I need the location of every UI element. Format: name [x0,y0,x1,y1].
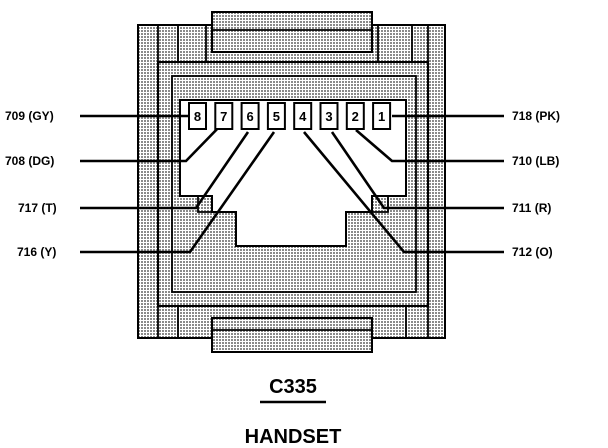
pin-number: 2 [352,109,359,124]
pin-cavity [319,102,339,130]
pin-row: 8 7 6 5 4 3 2 1 [188,102,392,130]
pin-number: 6 [246,109,253,124]
pin-number: 1 [378,109,385,124]
pin-number: 4 [299,109,307,124]
wire-label-left-1: 709 (GY) [5,109,54,123]
pin-number: 3 [325,109,332,124]
pin-7: 7 [214,102,234,130]
pin-8: 8 [188,102,207,130]
pin-5: 5 [266,102,286,130]
pin-1: 1 [372,102,392,130]
pin-number: 5 [273,109,280,124]
pin-4: 4 [293,102,313,130]
connector-id: C335 [269,376,317,398]
pin-cavity [188,102,207,130]
wire-label-right-1: 718 (PK) [512,109,560,123]
pin-cavity [372,102,392,130]
pin-2: 2 [345,102,365,130]
pin-cavity [345,102,365,130]
connector-body [137,11,446,353]
pin-cavity [293,102,313,130]
pin-cavity [266,102,286,130]
pin-cavity [214,102,234,130]
wire-lines [80,114,504,254]
pin-3: 3 [319,102,339,130]
pin-6: 6 [240,102,260,130]
pin-cavity [240,102,260,130]
connector-name: HANDSET [245,426,342,448]
wire-label-right-3: 711 (R) [512,201,551,215]
pin-number: 8 [194,109,201,124]
pin-number: 7 [220,109,227,124]
wire-label-left-4: 716 (Y) [17,245,56,259]
wire-label-left-2: 708 (DG) [5,154,54,168]
wire-label-right-4: 712 (O) [512,245,553,259]
wire-label-right-2: 710 (LB) [512,154,559,168]
wire-label-left-3: 717 (T) [18,201,57,215]
